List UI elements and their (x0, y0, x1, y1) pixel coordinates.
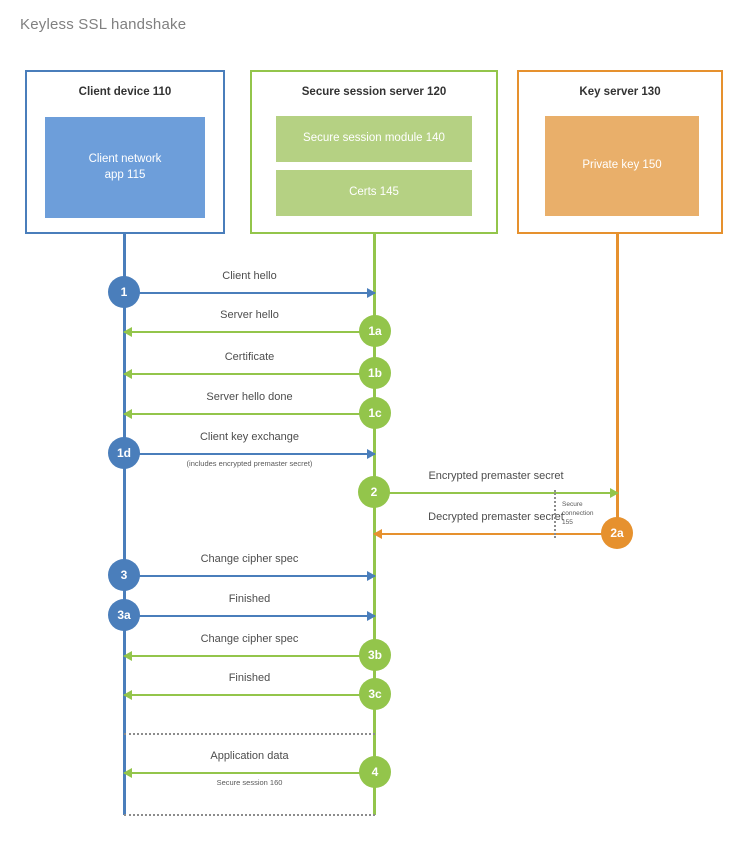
lifeline-key-server (616, 234, 619, 534)
message-3a-arrowhead (367, 611, 376, 621)
message-3a-label: Finished (228, 593, 271, 605)
actor-title-key-server: Key server 130 (579, 86, 661, 98)
step-badge-1: 1 (108, 276, 140, 308)
message-4-arrowhead (123, 768, 132, 778)
step-badge-1d: 1d (108, 437, 140, 469)
message-1d-label: Client key exchange (199, 431, 300, 443)
message-2-shaft (374, 492, 618, 494)
message-1a-label: Server hello (220, 309, 279, 321)
message-3b-label: Change cipher spec (200, 633, 299, 645)
step-badge-1c: 1c (359, 397, 391, 429)
message-3c-arrowhead (123, 690, 132, 700)
step-badge-3b: 3b (359, 639, 391, 671)
message-3-shaft (124, 575, 375, 577)
message-3-label: Change cipher spec (200, 553, 299, 565)
lifeline-client (123, 234, 126, 815)
message-3b-arrowhead (123, 651, 132, 661)
message-2-label: Encrypted premaster secret (428, 470, 564, 482)
actor-box-secure-session-server: Secure session server 120 Secure session… (250, 70, 498, 234)
actor-component-secure-session-module: Secure session module 140 (276, 116, 472, 162)
message-2a-label: Decrypted premaster secret (428, 511, 564, 523)
message-1a-shaft (124, 331, 375, 333)
message-3-arrowhead (367, 571, 376, 581)
message-4-label: Application data (210, 750, 289, 762)
message-1a-arrowhead (123, 327, 132, 337)
message-1-label: Client hello (222, 270, 277, 282)
step-badge-4: 4 (359, 756, 391, 788)
message-1c-shaft (124, 413, 375, 415)
step-badge-1b: 1b (359, 357, 391, 389)
secure-connection-divider (554, 490, 556, 538)
step-badge-3: 3 (108, 559, 140, 591)
message-3c-shaft (124, 694, 375, 696)
message-3a-shaft (124, 615, 375, 617)
message-2a-shaft (374, 533, 618, 535)
actor-component-certs: Certs 145 (276, 170, 472, 216)
step-badge-2: 2 (358, 476, 390, 508)
message-3c-label: Finished (228, 672, 271, 684)
message-2-arrowhead (610, 488, 619, 498)
step-badge-3a: 3a (108, 599, 140, 631)
message-4-sublabel: Secure session 160 (216, 778, 283, 787)
message-1b-shaft (124, 373, 375, 375)
message-1c-label: Server hello done (206, 391, 293, 403)
lifeline-secure-session-server (373, 234, 376, 815)
message-2a-arrowhead (373, 529, 382, 539)
step-badge-3c: 3c (359, 678, 391, 710)
actor-title-client: Client device 110 (78, 86, 172, 98)
message-4-shaft (124, 772, 375, 774)
message-1b-label: Certificate (224, 351, 275, 363)
message-1c-arrowhead (123, 409, 132, 419)
message-1-shaft (124, 292, 375, 294)
message-1d-shaft (124, 453, 375, 455)
step-badge-2a: 2a (601, 517, 633, 549)
message-1d-sublabel: (includes encrypted premaster secret) (186, 459, 313, 468)
actor-component-private-key: Private key 150 (545, 116, 699, 216)
message-1b-arrowhead (123, 369, 132, 379)
step-badge-1a: 1a (359, 315, 391, 347)
message-1d-arrowhead (367, 449, 376, 459)
message-3b-shaft (124, 655, 375, 657)
actor-title-secure-session-server: Secure session server 120 (301, 86, 447, 98)
secure-session-bottom-divider (124, 814, 375, 816)
secure-session-top-divider (124, 733, 375, 735)
page-title: Keyless SSL handshake (20, 16, 187, 33)
message-1-arrowhead (367, 288, 376, 298)
actor-box-key-server: Key server 130 Private key 150 (517, 70, 723, 234)
